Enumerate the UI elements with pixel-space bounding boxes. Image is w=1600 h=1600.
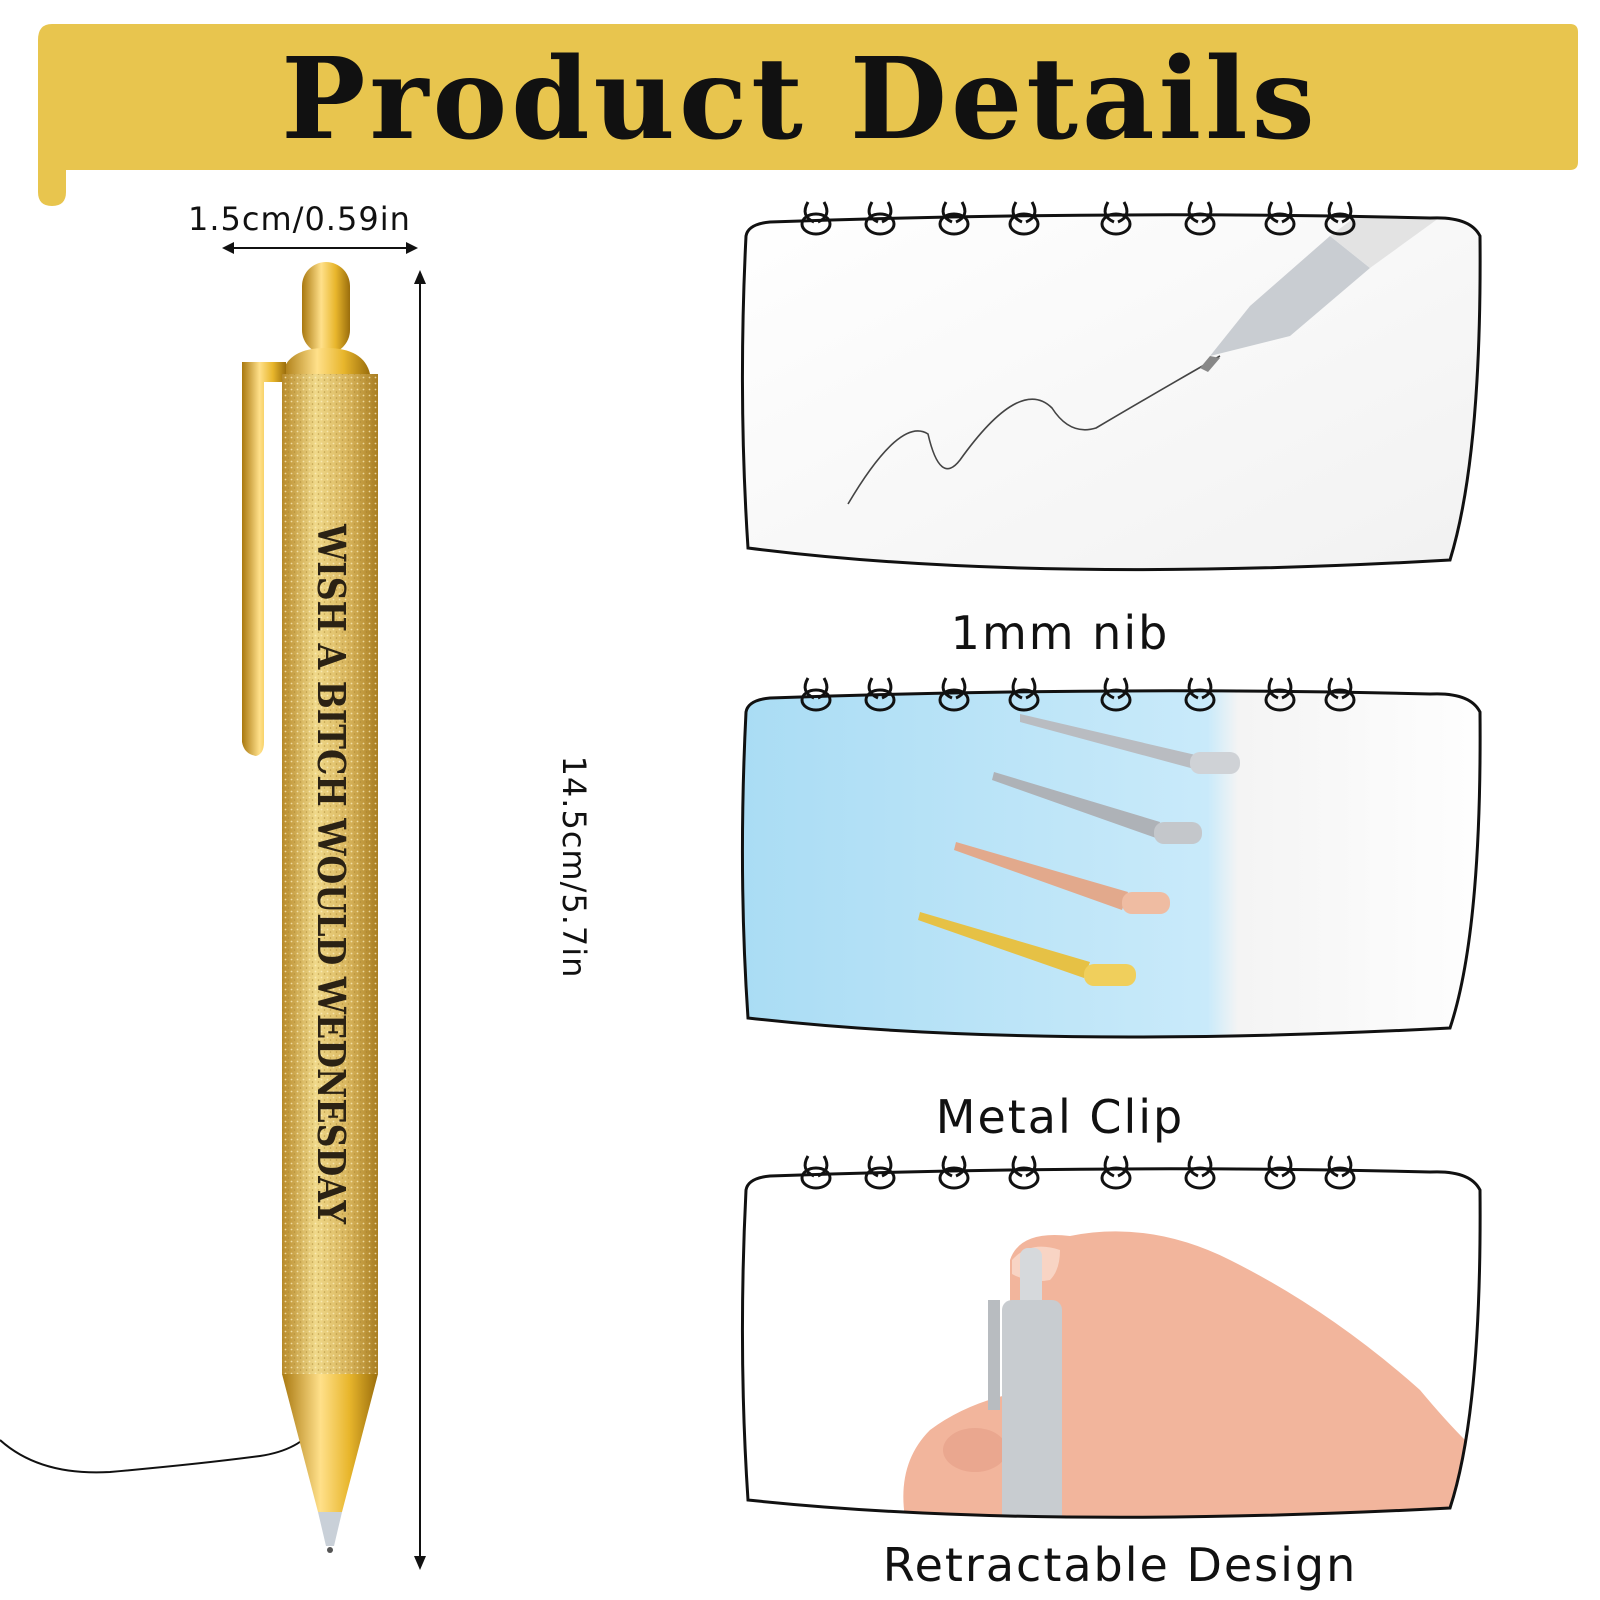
pen-rose-gold-icon	[954, 842, 1170, 914]
notepad-retractable	[740, 1155, 1482, 1519]
height-arrow	[414, 270, 426, 1570]
pen-height-label: 14.5cm/5.7in	[555, 755, 593, 979]
pen-width-label: 1.5cm/0.59in	[188, 200, 411, 238]
pen-silver-2-icon	[992, 772, 1202, 844]
pen-silver-1-icon	[1020, 714, 1240, 774]
silver-glitter-pen-icon	[988, 1248, 1062, 1518]
page-title: Product Details	[281, 34, 1319, 165]
notepad-nib	[740, 201, 1482, 572]
feature-caption-nib: 1mm nib	[950, 606, 1170, 660]
pen-engraving: WISH A BITCH WOULD WEDNESDAY	[309, 523, 354, 1225]
pen-gold-icon	[918, 912, 1136, 986]
feature-caption-clip: Metal Clip	[935, 1090, 1185, 1144]
notepad-metal-clip	[740, 677, 1482, 1039]
width-arrow	[222, 242, 418, 254]
gold-pen-image: WISH A BITCH WOULD WEDNESDAY	[242, 262, 378, 1553]
feature-caption-retractable: Retractable Design	[882, 1538, 1358, 1592]
silver-pen-icon	[1200, 214, 1481, 372]
doodle-line	[0, 1425, 317, 1474]
title-banner	[38, 24, 1578, 206]
